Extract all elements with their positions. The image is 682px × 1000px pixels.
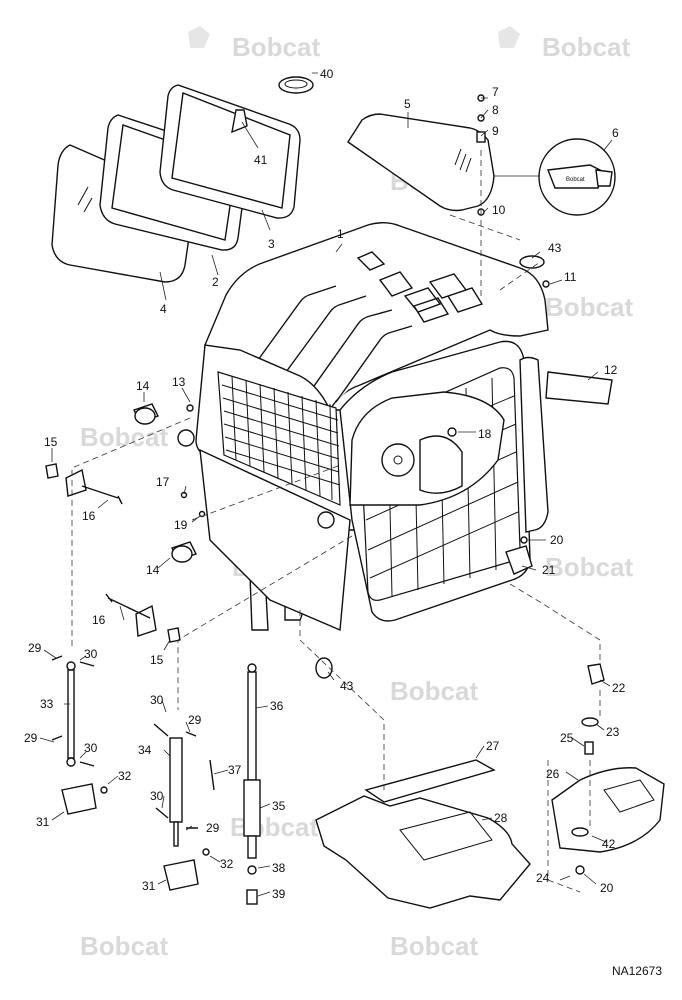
watermark-text: Bobcat [80, 422, 168, 452]
callout-7: 7 [492, 85, 499, 99]
decal-strip [545, 371, 613, 405]
callout-40: 40 [320, 67, 334, 81]
watermark-row3-right: Bobcat [545, 552, 633, 582]
watermark-top-right: Bobcat [498, 26, 630, 62]
callout-27: 27 [486, 739, 500, 753]
callout-22: 22 [612, 681, 626, 695]
callout-16-lower: 16 [92, 613, 106, 627]
watermark-row3-left: Bobcat [80, 422, 168, 452]
floor-plate [315, 795, 531, 909]
watermark-text: Bobcat [80, 931, 168, 961]
watermark-text: Bobcat [232, 32, 320, 62]
callout-43-upper: 43 [548, 241, 562, 255]
callout-14-upper: 14 [136, 379, 150, 393]
callout-38: 38 [272, 861, 286, 875]
callout-30-c: 30 [150, 693, 164, 707]
callout-14-lower: 14 [146, 563, 160, 577]
callout-32-b: 32 [220, 857, 234, 871]
callout-6: 6 [612, 126, 619, 140]
callout-29-c: 29 [188, 713, 202, 727]
gas-strut-left [51, 655, 95, 767]
callout-41: 41 [254, 153, 268, 167]
callout-25: 25 [560, 731, 574, 745]
window-decal [231, 109, 248, 134]
left-grill-mesh [221, 375, 341, 501]
svg-text:Bobcat: Bobcat [566, 177, 585, 183]
callout-8: 8 [492, 103, 499, 117]
callout-11: 11 [564, 270, 577, 284]
callout-13: 13 [172, 375, 186, 389]
isolator-mounts [133, 403, 197, 563]
mount-brackets [45, 463, 181, 643]
watermark-row2-right: Bobcat [545, 292, 633, 322]
watermark-text: Bobcat [545, 552, 633, 582]
watermark-text: Bobcat [230, 812, 318, 842]
callout-15-lower: 15 [150, 653, 164, 667]
callout-39: 39 [272, 887, 286, 901]
adhesive-tube-detail: Bobcat [538, 138, 616, 216]
callout-12: 12 [604, 363, 618, 377]
callout-20-lower: 20 [600, 881, 614, 895]
seal-ring [278, 76, 314, 94]
callout-16-upper: 16 [82, 509, 96, 523]
gas-strut-center [243, 663, 261, 905]
callout-29-b: 29 [24, 731, 38, 745]
callout-30-b: 30 [84, 741, 98, 755]
watermark-text: Bobcat [545, 292, 633, 322]
callout-29-a: 29 [28, 641, 42, 655]
watermark-bottom-mid: Bobcat [390, 931, 478, 961]
callout-1: 1 [337, 227, 344, 241]
callout-numbers: 1 2 3 4 5 6 7 8 9 10 11 12 13 14 14 15 1… [24, 67, 626, 901]
hinge-brackets [61, 783, 210, 891]
watermark-row5-left: Bobcat [230, 812, 318, 842]
watermark-text: Bobcat [390, 931, 478, 961]
callout-9: 9 [492, 124, 499, 138]
callout-34: 34 [138, 743, 152, 757]
callout-18: 18 [478, 427, 492, 441]
watermark-text: Bobcat [542, 32, 630, 62]
callout-37: 37 [228, 763, 242, 777]
callout-31-a: 31 [36, 815, 50, 829]
lock-strut-mid [153, 723, 215, 847]
callout-35: 35 [272, 799, 286, 813]
callout-28: 28 [494, 811, 508, 825]
floor-mat [364, 759, 496, 803]
callout-20-upper: 20 [550, 533, 564, 547]
callout-5: 5 [404, 97, 411, 111]
callout-4: 4 [160, 302, 167, 316]
callout-43-lower: 43 [340, 679, 354, 693]
callout-10: 10 [492, 203, 506, 217]
callout-26: 26 [546, 767, 560, 781]
callout-19: 19 [174, 518, 188, 532]
window-frame [159, 84, 301, 219]
callout-36: 36 [270, 699, 284, 713]
callout-29-d: 29 [206, 821, 220, 835]
operator-cab [177, 222, 549, 632]
callout-2: 2 [212, 275, 219, 289]
callout-33: 33 [40, 697, 54, 711]
callout-32-a: 32 [118, 769, 132, 783]
figure-reference-number: NA12673 [611, 964, 662, 978]
callout-31-b: 31 [142, 879, 156, 893]
callout-3: 3 [268, 237, 275, 251]
watermark-text: Bobcat [390, 676, 478, 706]
callout-17: 17 [156, 475, 170, 489]
watermark-bottom-left: Bobcat [80, 931, 168, 961]
watermark-row4-mid: Bobcat [390, 676, 478, 706]
callout-30-d: 30 [150, 789, 164, 803]
tilt-pivot-assembly [551, 663, 665, 875]
roof-plate [347, 113, 495, 212]
callout-42: 42 [602, 837, 616, 851]
watermark-top: Bobcat [188, 26, 320, 62]
callout-24: 24 [536, 871, 550, 885]
callout-23: 23 [606, 725, 620, 739]
callout-30-a: 30 [84, 647, 98, 661]
callout-15-upper: 15 [44, 435, 58, 449]
callout-21: 21 [542, 563, 556, 577]
leader-lines [39, 72, 613, 897]
